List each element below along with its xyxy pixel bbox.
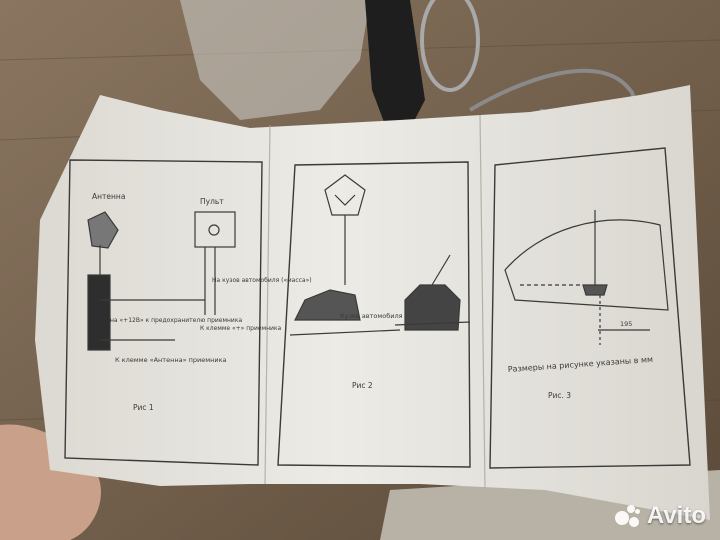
fig1-drawing	[87, 211, 236, 351]
plastic-bag	[180, 0, 370, 120]
frame-panel-3	[489, 147, 691, 469]
frame-panel-1	[64, 159, 263, 466]
fold-lines	[264, 114, 486, 489]
fig2-caption: Рис 2	[352, 381, 373, 390]
fig1-label-antenna: Антенна	[92, 192, 125, 201]
antenna-handle	[365, 0, 425, 125]
fig1-label-body: На кузов автомобиля («масса»)	[212, 277, 312, 284]
instruction-sheet	[35, 85, 710, 520]
fig3-caption: Рис. 3	[548, 391, 571, 400]
avito-watermark: Avito	[614, 502, 706, 530]
fig1-label-power: на «+12В» к предохранителю приемника	[110, 317, 242, 324]
fig1-label-pult: Пульт	[200, 197, 224, 206]
fig2-drawing	[289, 174, 471, 336]
fig1-label-clamp-plus: К клемме «+» приемника	[200, 325, 282, 332]
avito-watermark-text: Avito	[646, 502, 706, 529]
fig2-label-kuzov: Кузов автомобиля	[340, 312, 403, 320]
fig3-drawing	[504, 210, 669, 345]
fig1-label-clamp-antenna: К клемме «Антенна» приемника	[115, 356, 227, 364]
frame-panel-2	[277, 161, 471, 468]
coiled-wire	[420, 0, 480, 92]
avito-logo-icon	[614, 503, 641, 529]
fig3-dim-195: 195	[620, 320, 632, 328]
fig1-caption: Рис 1	[133, 403, 154, 412]
